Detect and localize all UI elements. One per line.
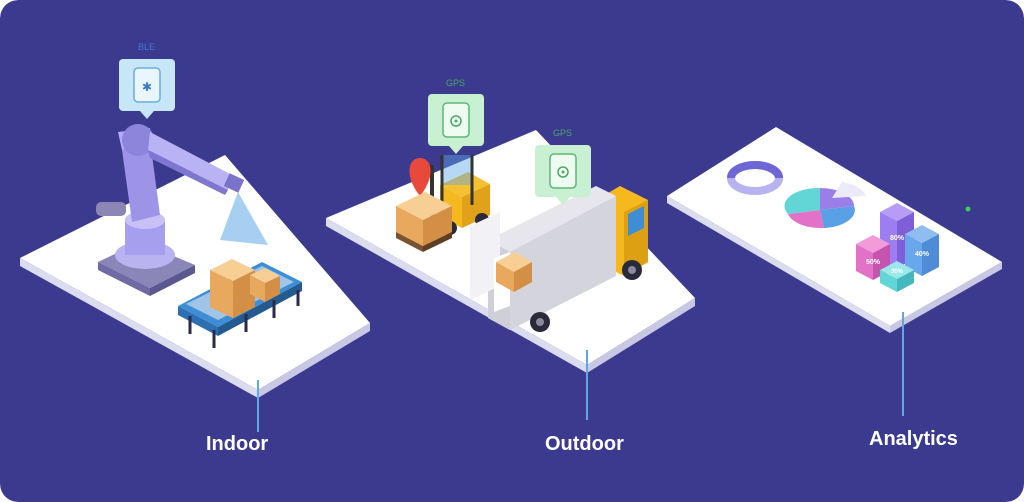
robot-arm	[96, 124, 245, 296]
scanner-beam	[220, 192, 268, 245]
gps-tag-truck	[535, 145, 591, 205]
bar-chart: 80% 40% 50% 30%	[856, 203, 939, 292]
bar-label-40: 40%	[915, 251, 930, 258]
pie-chart	[784, 182, 866, 229]
indoor-label: Indoor	[206, 433, 269, 455]
analytics-label: Analytics	[869, 428, 958, 450]
indoor-scene: ✱	[20, 59, 370, 432]
location-pin-icon	[409, 158, 431, 196]
pallet-boxes	[396, 192, 452, 252]
gps-target-icon	[450, 115, 462, 127]
outdoor-scene	[326, 94, 695, 420]
delivery-truck	[470, 186, 648, 332]
bluetooth-icon: ✱	[142, 80, 152, 94]
ble-label: BLE	[138, 42, 156, 52]
cargo-boxes	[210, 259, 280, 318]
gps-target-icon	[557, 166, 569, 178]
gps-label-forklift: GPS	[446, 78, 466, 88]
analytics-scene: 75% 80% 40% 50% 30%	[667, 127, 1002, 416]
bar-label-50: 50%	[866, 259, 881, 266]
gps-label-truck: GPS	[553, 128, 573, 138]
outdoor-label: Outdoor	[545, 433, 624, 455]
bar-label-80: 80%	[890, 235, 905, 242]
ble-tag: ✱	[119, 59, 175, 119]
status-dot	[965, 206, 971, 212]
gps-tag-forklift	[428, 94, 484, 154]
bar-label-30: 30%	[891, 269, 904, 275]
